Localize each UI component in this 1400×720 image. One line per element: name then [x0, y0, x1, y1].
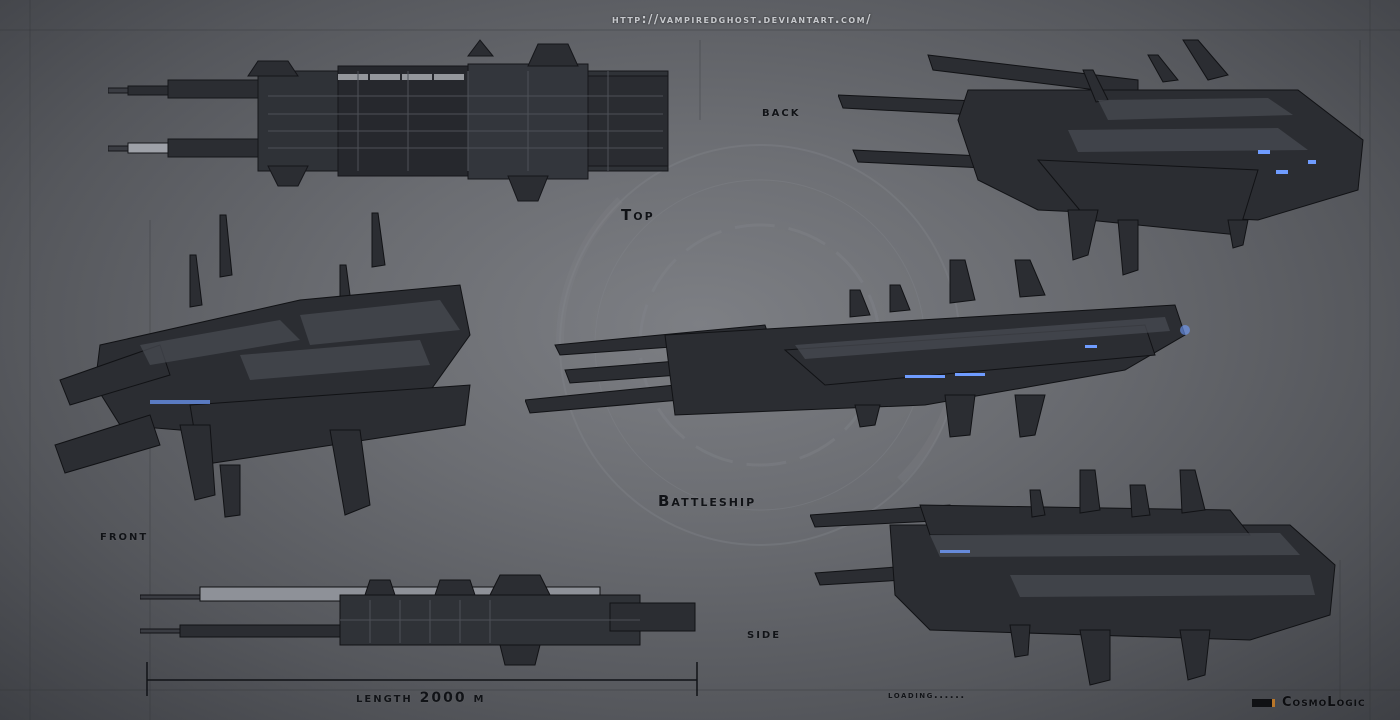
artist-url[interactable]: http://vampiredghost.deviantart.com/ [612, 12, 872, 26]
ship-top-view [108, 39, 669, 202]
ship-side-view [140, 574, 696, 666]
ship-back-view [838, 39, 1364, 276]
length-scale-bar [146, 662, 698, 696]
ship-class-title: Battleship [658, 492, 757, 510]
signature-mark-icon [1252, 699, 1275, 707]
loading-text: loading...... [888, 690, 966, 701]
view-label-back: back [762, 104, 801, 120]
ship-front-view [54, 212, 471, 518]
length-label: length 2000 m [356, 690, 486, 706]
view-label-front: front [100, 528, 149, 544]
artist-signature: CosmoLogic [1282, 695, 1366, 710]
ship-hero-view [525, 259, 1190, 438]
view-label-side: side [747, 626, 782, 642]
view-label-top: Top [621, 206, 655, 224]
ship-perspective-view [810, 469, 1336, 686]
